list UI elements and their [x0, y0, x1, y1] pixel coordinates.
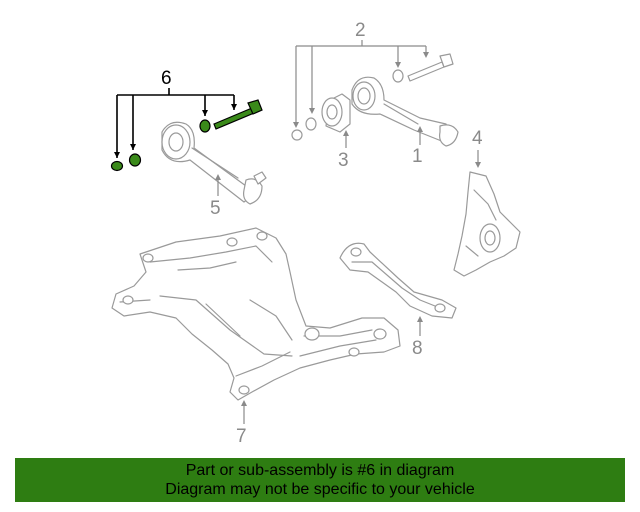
callout-6-leaders — [116, 88, 235, 158]
bolt-head-highlighted[interactable] — [247, 99, 263, 115]
washer[interactable] — [392, 69, 404, 83]
nut-highlighted[interactable] — [110, 160, 124, 172]
callout-3-label[interactable]: 3 — [338, 150, 349, 171]
washer-highlighted[interactable] — [199, 119, 211, 133]
callout-1-label[interactable]: 1 — [412, 146, 423, 167]
bolt-highlighted[interactable] — [213, 107, 255, 130]
bolt-head[interactable] — [439, 53, 454, 68]
info-banner: Part or sub-assembly is #6 in diagram Di… — [15, 458, 625, 502]
callout-2-label[interactable]: 2 — [355, 20, 366, 41]
bolt[interactable] — [407, 61, 445, 82]
part-3-bushing[interactable]: 3 — [321, 93, 351, 171]
washer[interactable] — [305, 117, 317, 131]
callout-5-label[interactable]: 5 — [210, 198, 221, 219]
banner-line-2: Diagram may not be specific to your vehi… — [165, 481, 475, 498]
part-5-control-arm: 5 — [161, 121, 267, 219]
callout-group-2: 2 — [291, 20, 454, 141]
nut[interactable] — [291, 129, 303, 141]
callout-6-label[interactable]: 6 — [161, 68, 172, 89]
callout-2-leaders — [295, 40, 427, 126]
callout-6-arrow — [202, 110, 208, 116]
callout-7-label[interactable]: 7 — [236, 426, 247, 447]
washer-highlighted[interactable] — [128, 153, 142, 167]
part-1-control-arm: 1 — [351, 76, 459, 167]
banner-line-1: Part or sub-assembly is #6 in diagram — [185, 462, 455, 479]
part-4-knuckle: 4 — [453, 128, 521, 277]
callout-group-6: 6 — [110, 68, 263, 172]
callout-6-arrow — [231, 104, 237, 110]
callout-6-arrow — [114, 152, 120, 158]
parts-diagram: 6 5 2 — [110, 20, 521, 447]
callout-4-label[interactable]: 4 — [472, 128, 483, 149]
part-8-brace: 8 — [339, 242, 457, 359]
callout-8-label[interactable]: 8 — [412, 338, 423, 359]
part-7-subframe: 7 — [111, 227, 401, 447]
callout-6-arrow — [130, 144, 136, 150]
